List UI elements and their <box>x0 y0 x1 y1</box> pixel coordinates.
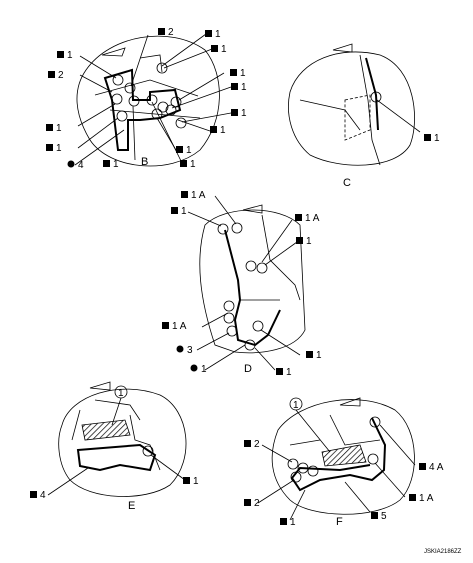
callout-e-circle-1: 1 <box>118 388 124 399</box>
callout-f-5: 5 <box>371 511 387 522</box>
svg-text:1: 1 <box>306 236 312 247</box>
callout-c-1: 1 <box>424 133 440 144</box>
figure-code: JSKIA2186ZZ <box>424 549 462 555</box>
svg-text:1 A: 1 A <box>419 493 434 504</box>
view-d: 1 A 1 1 A 1 1 A 3 1 1 1 D <box>162 190 322 378</box>
svg-text:1: 1 <box>220 125 226 136</box>
svg-text:1: 1 <box>186 145 192 156</box>
view-c: 1 C <box>288 43 440 189</box>
callout-b-1: 1 <box>57 50 73 61</box>
callout-b-4: 1 <box>46 143 62 154</box>
svg-text:1: 1 <box>181 206 187 217</box>
callout-d-5: 1 A <box>162 321 187 332</box>
callout-b-9: 1 <box>231 82 247 93</box>
callout-f-2b: 2 <box>244 498 260 509</box>
callout-f-1: 1 <box>280 517 296 528</box>
view-e: 1 4 1 E <box>30 381 199 512</box>
svg-text:1: 1 <box>113 159 119 170</box>
callout-b-8: 1 <box>230 68 246 79</box>
callout-d-6: 3 <box>176 345 193 356</box>
svg-text:1: 1 <box>193 476 199 487</box>
svg-text:1: 1 <box>215 29 221 40</box>
view-b: 1 2 1 1 2 1 1 1 1 1 1 1 4 1 1 B <box>46 27 247 171</box>
svg-text:1: 1 <box>434 133 440 144</box>
svg-text:1: 1 <box>290 517 296 528</box>
svg-text:4: 4 <box>78 160 84 171</box>
view-f: 1 2 2 1 5 4 A 1 A F <box>244 397 444 528</box>
svg-text:4 A: 4 A <box>429 462 444 473</box>
callout-b-10: 1 <box>231 108 247 119</box>
callout-d-1: 1 A <box>181 190 206 201</box>
callout-d-2: 1 <box>171 206 187 217</box>
callout-b-12: 1 <box>176 145 192 156</box>
callout-b-13: 4 <box>67 160 84 171</box>
callout-b-14: 1 <box>103 159 119 170</box>
callout-d-7: 1 <box>190 364 207 375</box>
callout-e-4: 4 <box>30 490 46 501</box>
svg-text:1: 1 <box>56 123 62 134</box>
callout-f-2a: 2 <box>244 439 260 450</box>
callout-d-9: 1 <box>276 367 292 378</box>
callout-b-15: 1 <box>180 159 196 170</box>
svg-text:1: 1 <box>293 400 299 411</box>
svg-text:1 A: 1 A <box>172 321 187 332</box>
view-b-letter: B <box>141 156 148 168</box>
svg-text:2: 2 <box>58 70 64 81</box>
svg-text:5: 5 <box>381 511 387 522</box>
svg-text:1 A: 1 A <box>305 213 320 224</box>
svg-text:2: 2 <box>168 27 174 38</box>
view-e-letter: E <box>128 500 135 512</box>
svg-text:3: 3 <box>187 345 193 356</box>
callout-d-3: 1 A <box>295 213 320 224</box>
svg-text:1: 1 <box>201 364 207 375</box>
svg-text:1: 1 <box>316 350 322 361</box>
callout-f-1a: 1 A <box>409 493 434 504</box>
callout-d-8: 1 <box>306 350 322 361</box>
callout-b-5: 2 <box>158 27 174 38</box>
svg-text:2: 2 <box>254 498 260 509</box>
svg-text:1: 1 <box>118 388 124 399</box>
svg-text:1: 1 <box>221 44 227 55</box>
svg-text:1: 1 <box>241 82 247 93</box>
svg-text:1: 1 <box>67 50 73 61</box>
svg-text:4: 4 <box>40 490 46 501</box>
svg-text:1 A: 1 A <box>191 190 206 201</box>
svg-text:2: 2 <box>254 439 260 450</box>
callout-b-3: 1 <box>46 123 62 134</box>
callout-e-1: 1 <box>183 476 199 487</box>
svg-text:1: 1 <box>190 159 196 170</box>
callout-b-7: 1 <box>211 44 227 55</box>
callout-f-circle-1: 1 <box>293 400 299 411</box>
callout-b-11: 1 <box>210 125 226 136</box>
svg-text:1: 1 <box>56 143 62 154</box>
callout-d-4: 1 <box>296 236 312 247</box>
view-c-letter: C <box>343 177 351 189</box>
view-f-letter: F <box>336 516 343 528</box>
svg-text:1: 1 <box>241 108 247 119</box>
svg-text:1: 1 <box>240 68 246 79</box>
callout-f-4a: 4 A <box>419 462 444 473</box>
callout-b-6: 1 <box>205 29 221 40</box>
svg-text:1: 1 <box>286 367 292 378</box>
callout-b-2: 2 <box>48 70 64 81</box>
view-d-letter: D <box>244 363 252 375</box>
